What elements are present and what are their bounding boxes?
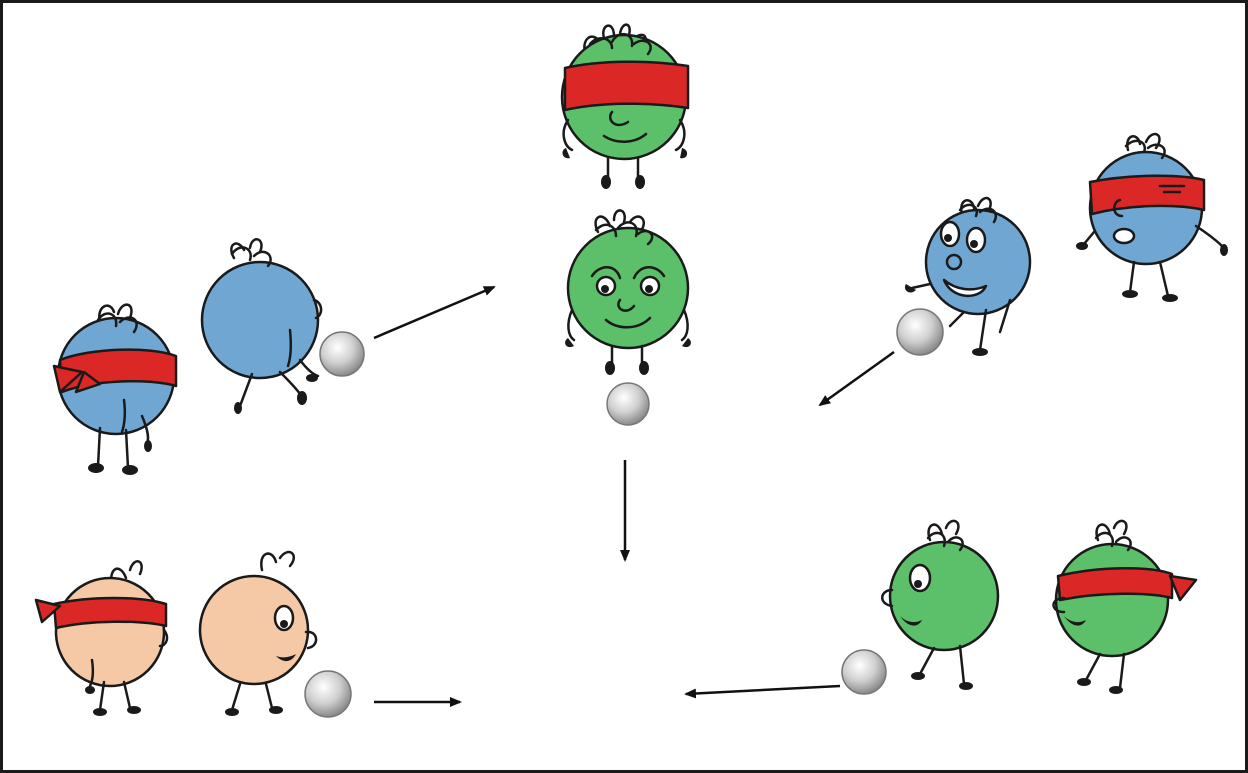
ball-left [319, 331, 365, 377]
green-character-blindfolded-top [560, 23, 690, 189]
arrow-left-to-center [373, 285, 496, 340]
blue-character-kicker-left [200, 238, 323, 414]
ball-center [606, 382, 650, 426]
blue-character-blindfolded-right [1076, 132, 1228, 302]
blue-character-blindfolded-left [52, 303, 178, 475]
green-character-kicker-center [565, 209, 691, 375]
peach-character-kicker-bottom-left [198, 550, 318, 716]
green-character-blindfolded-bottom-right [1052, 519, 1198, 694]
green-character-kicker-bottom-right [881, 519, 1000, 690]
blue-character-thrower-right [904, 196, 1032, 356]
ball-bottom-left [304, 670, 352, 718]
arrow-bottom-right-left [684, 684, 841, 699]
peach-character-blindfolded-bottom-left [34, 560, 169, 716]
arrow-right-to-center [818, 350, 895, 407]
ball-bottom-right [841, 649, 887, 695]
ball-right [896, 308, 944, 356]
